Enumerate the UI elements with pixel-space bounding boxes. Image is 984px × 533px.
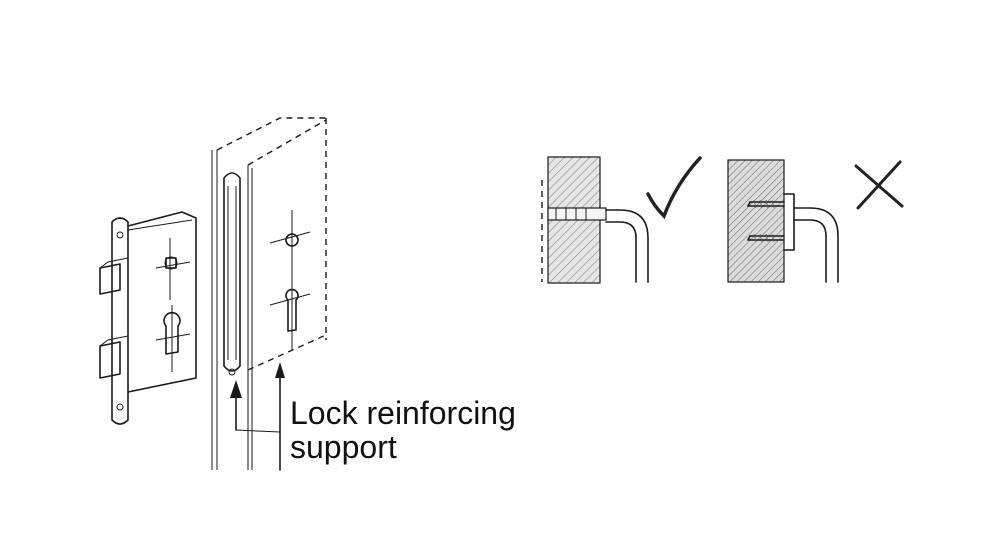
- reinforcing-support-plate: [223, 172, 241, 376]
- check-mark-icon: [646, 156, 702, 220]
- cross-mark-icon: [854, 160, 904, 210]
- correct-fixing-illustration: [541, 156, 702, 284]
- incorrect-fixing-illustration: [727, 159, 904, 283]
- door-edge: [211, 117, 327, 471]
- cylinder-hole: [155, 305, 191, 372]
- mortise-lock: [99, 211, 197, 425]
- pointer-arrows: [230, 362, 285, 471]
- label-line-1: Lock reinforcing: [290, 395, 516, 431]
- reinforcing-support-label: Lock reinforcing support: [290, 396, 516, 464]
- label-line-2: support: [290, 429, 397, 465]
- follower-hole: [155, 238, 191, 300]
